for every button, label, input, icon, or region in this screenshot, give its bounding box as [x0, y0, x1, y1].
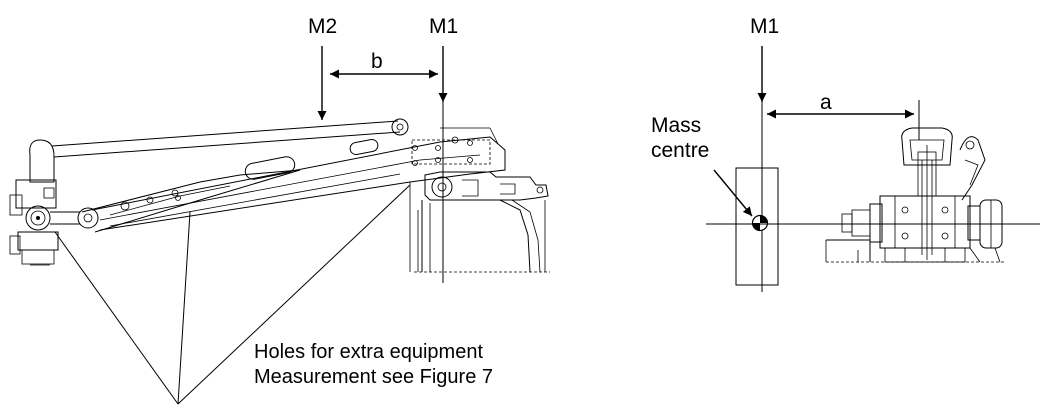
arm-slot-small	[349, 138, 379, 156]
upper-rod-joint	[391, 118, 409, 136]
wrist-side-link	[959, 136, 986, 201]
arm-slot	[244, 156, 296, 180]
right-view: M1 a Mass centre	[651, 15, 1040, 292]
label-mass-line2: centre	[651, 139, 709, 162]
payload-box	[735, 167, 779, 286]
wrist-end-view	[825, 127, 1004, 263]
upper-rod-bottom	[53, 131, 401, 158]
elbow-pivot	[431, 176, 453, 198]
label-b: b	[371, 50, 383, 73]
left-view: M2 M1 b	[9, 15, 550, 405]
lower-link	[81, 169, 301, 233]
wrist-cap	[29, 139, 55, 183]
note-measurement-reference: Measurement see Figure 7	[254, 366, 493, 388]
elbow-housing	[424, 171, 549, 201]
label-m2: M2	[308, 15, 337, 38]
label-m1-right: M1	[750, 15, 779, 38]
hole-4	[435, 157, 441, 163]
hole-2	[435, 145, 441, 151]
hole-3	[412, 160, 418, 166]
mass-centre-symbol	[751, 214, 769, 232]
robot-arm-drawing	[9, 118, 550, 273]
upper-rod-top	[51, 120, 399, 147]
wrist-assembly	[9, 139, 99, 266]
label-a: a	[820, 91, 832, 114]
wrist-joint	[77, 207, 99, 229]
holes-leader-lines	[54, 184, 411, 405]
wrist-body	[879, 195, 971, 249]
note-holes-extra-equipment: Holes for extra equipment	[254, 341, 483, 363]
hole-5	[467, 140, 473, 146]
label-m1-left: M1	[429, 15, 458, 38]
wrist-top-handle	[901, 127, 953, 166]
main-arm-body	[91, 136, 506, 231]
label-mass-line1: Mass	[651, 114, 701, 137]
hole-1	[412, 145, 418, 151]
wrist-flange	[25, 205, 51, 231]
mass-centre-leader	[713, 169, 753, 217]
hole-6	[467, 157, 473, 163]
